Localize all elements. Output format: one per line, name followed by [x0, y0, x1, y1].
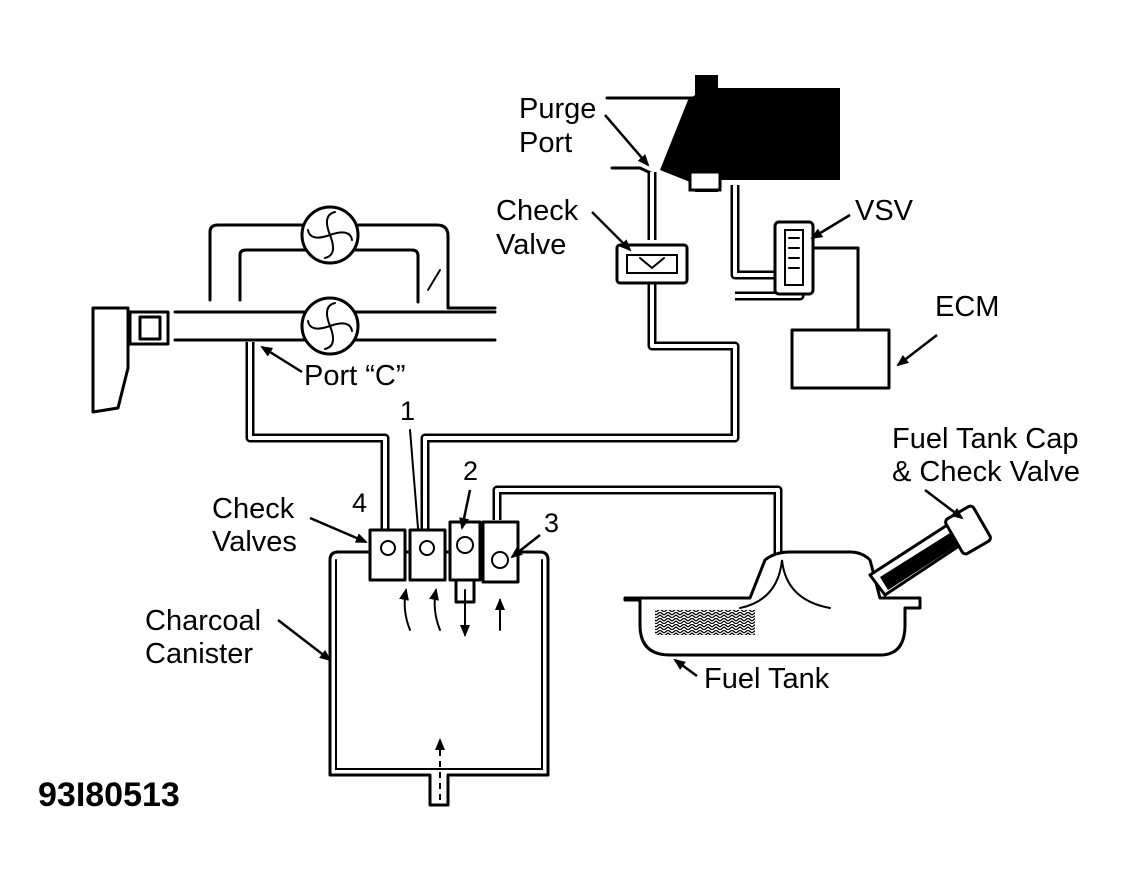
purge-port-label: Purge	[519, 93, 596, 125]
vsv-label: VSV	[855, 195, 914, 227]
callout-1: 1	[400, 396, 415, 426]
vacuum-hoses	[245, 172, 805, 555]
air-cleaner	[91, 306, 170, 414]
port-c-label: Port “C”	[304, 360, 406, 392]
callout-2: 2	[463, 456, 478, 486]
fuel-tank-cap-label: Fuel Tank Cap	[892, 423, 1078, 455]
charcoal-canister-label-2: Canister	[145, 638, 253, 670]
leader-arrows	[260, 114, 964, 678]
figure-code: 93I80513	[38, 776, 180, 814]
upper-fan-icon	[300, 205, 360, 265]
vsv	[773, 220, 860, 332]
ecm-label: ECM	[935, 291, 999, 323]
fuel-tank-cap-label-2: & Check Valve	[892, 456, 1080, 488]
check-valve-label-2: Valve	[496, 229, 566, 261]
charcoal-canister	[328, 520, 550, 807]
charcoal-canister-label: Charcoal	[145, 605, 261, 637]
callout-3: 3	[544, 508, 559, 538]
lower-fan-icon	[300, 296, 360, 356]
purge-check-valve	[615, 243, 689, 285]
check-valve-label: Check	[496, 195, 579, 227]
callout-4: 4	[352, 488, 367, 518]
ecm-box	[790, 328, 891, 390]
fuel-tank-label: Fuel Tank	[704, 663, 830, 695]
purge-port-label-2: Port	[519, 127, 572, 159]
check-valves-label: Check	[212, 493, 295, 525]
throttle-body	[605, 75, 840, 192]
fuel-tank	[623, 504, 992, 657]
check-valves-label-2: Valves	[212, 526, 297, 558]
